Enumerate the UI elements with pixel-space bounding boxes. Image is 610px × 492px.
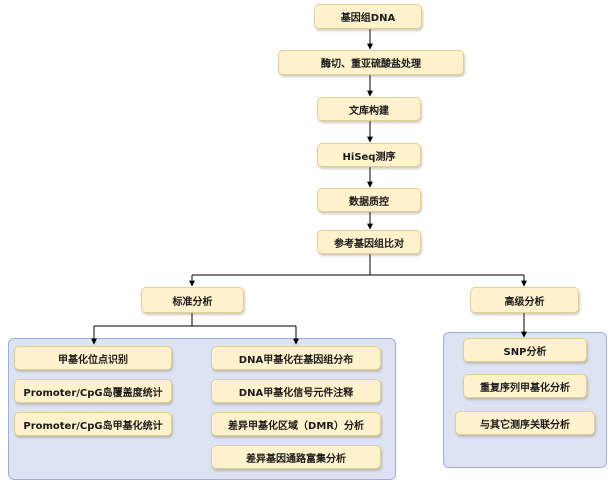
advanced-item-association: 与其它测序关联分析	[455, 411, 595, 435]
standard-left-item: Promoter/CpG岛覆盖度统计	[14, 379, 172, 403]
node-advanced-analysis: 高级分析	[470, 287, 579, 313]
advanced-item-snp: SNP分析	[463, 338, 587, 362]
standard-right-item: DNA甲基化信号元件注释	[211, 379, 381, 403]
standard-right-item: DNA甲基化在基因组分布	[211, 346, 381, 370]
node-genomic-dna: 基因组DNA	[314, 4, 422, 29]
node-reference-alignment: 参考基因组比对	[317, 230, 421, 254]
standard-right-item: 差异甲基化区域（DMR）分析	[211, 412, 381, 436]
node-digestion-bisulfite: 酶切、重亚硫酸盐处理	[278, 50, 464, 75]
node-hiseq-sequencing: HiSeq测序	[317, 143, 421, 167]
node-library-construction: 文库构建	[317, 97, 421, 121]
node-standard-analysis: 标准分析	[141, 287, 244, 313]
node-data-qc: 数据质控	[317, 188, 421, 212]
standard-left-item: 甲基化位点识别	[14, 346, 172, 370]
standard-right-item: 差异基因通路富集分析	[211, 445, 381, 469]
standard-left-item: Promoter/CpG岛甲基化统计	[14, 412, 172, 436]
advanced-item-repeat-methylation: 重复序列甲基化分析	[463, 374, 587, 398]
